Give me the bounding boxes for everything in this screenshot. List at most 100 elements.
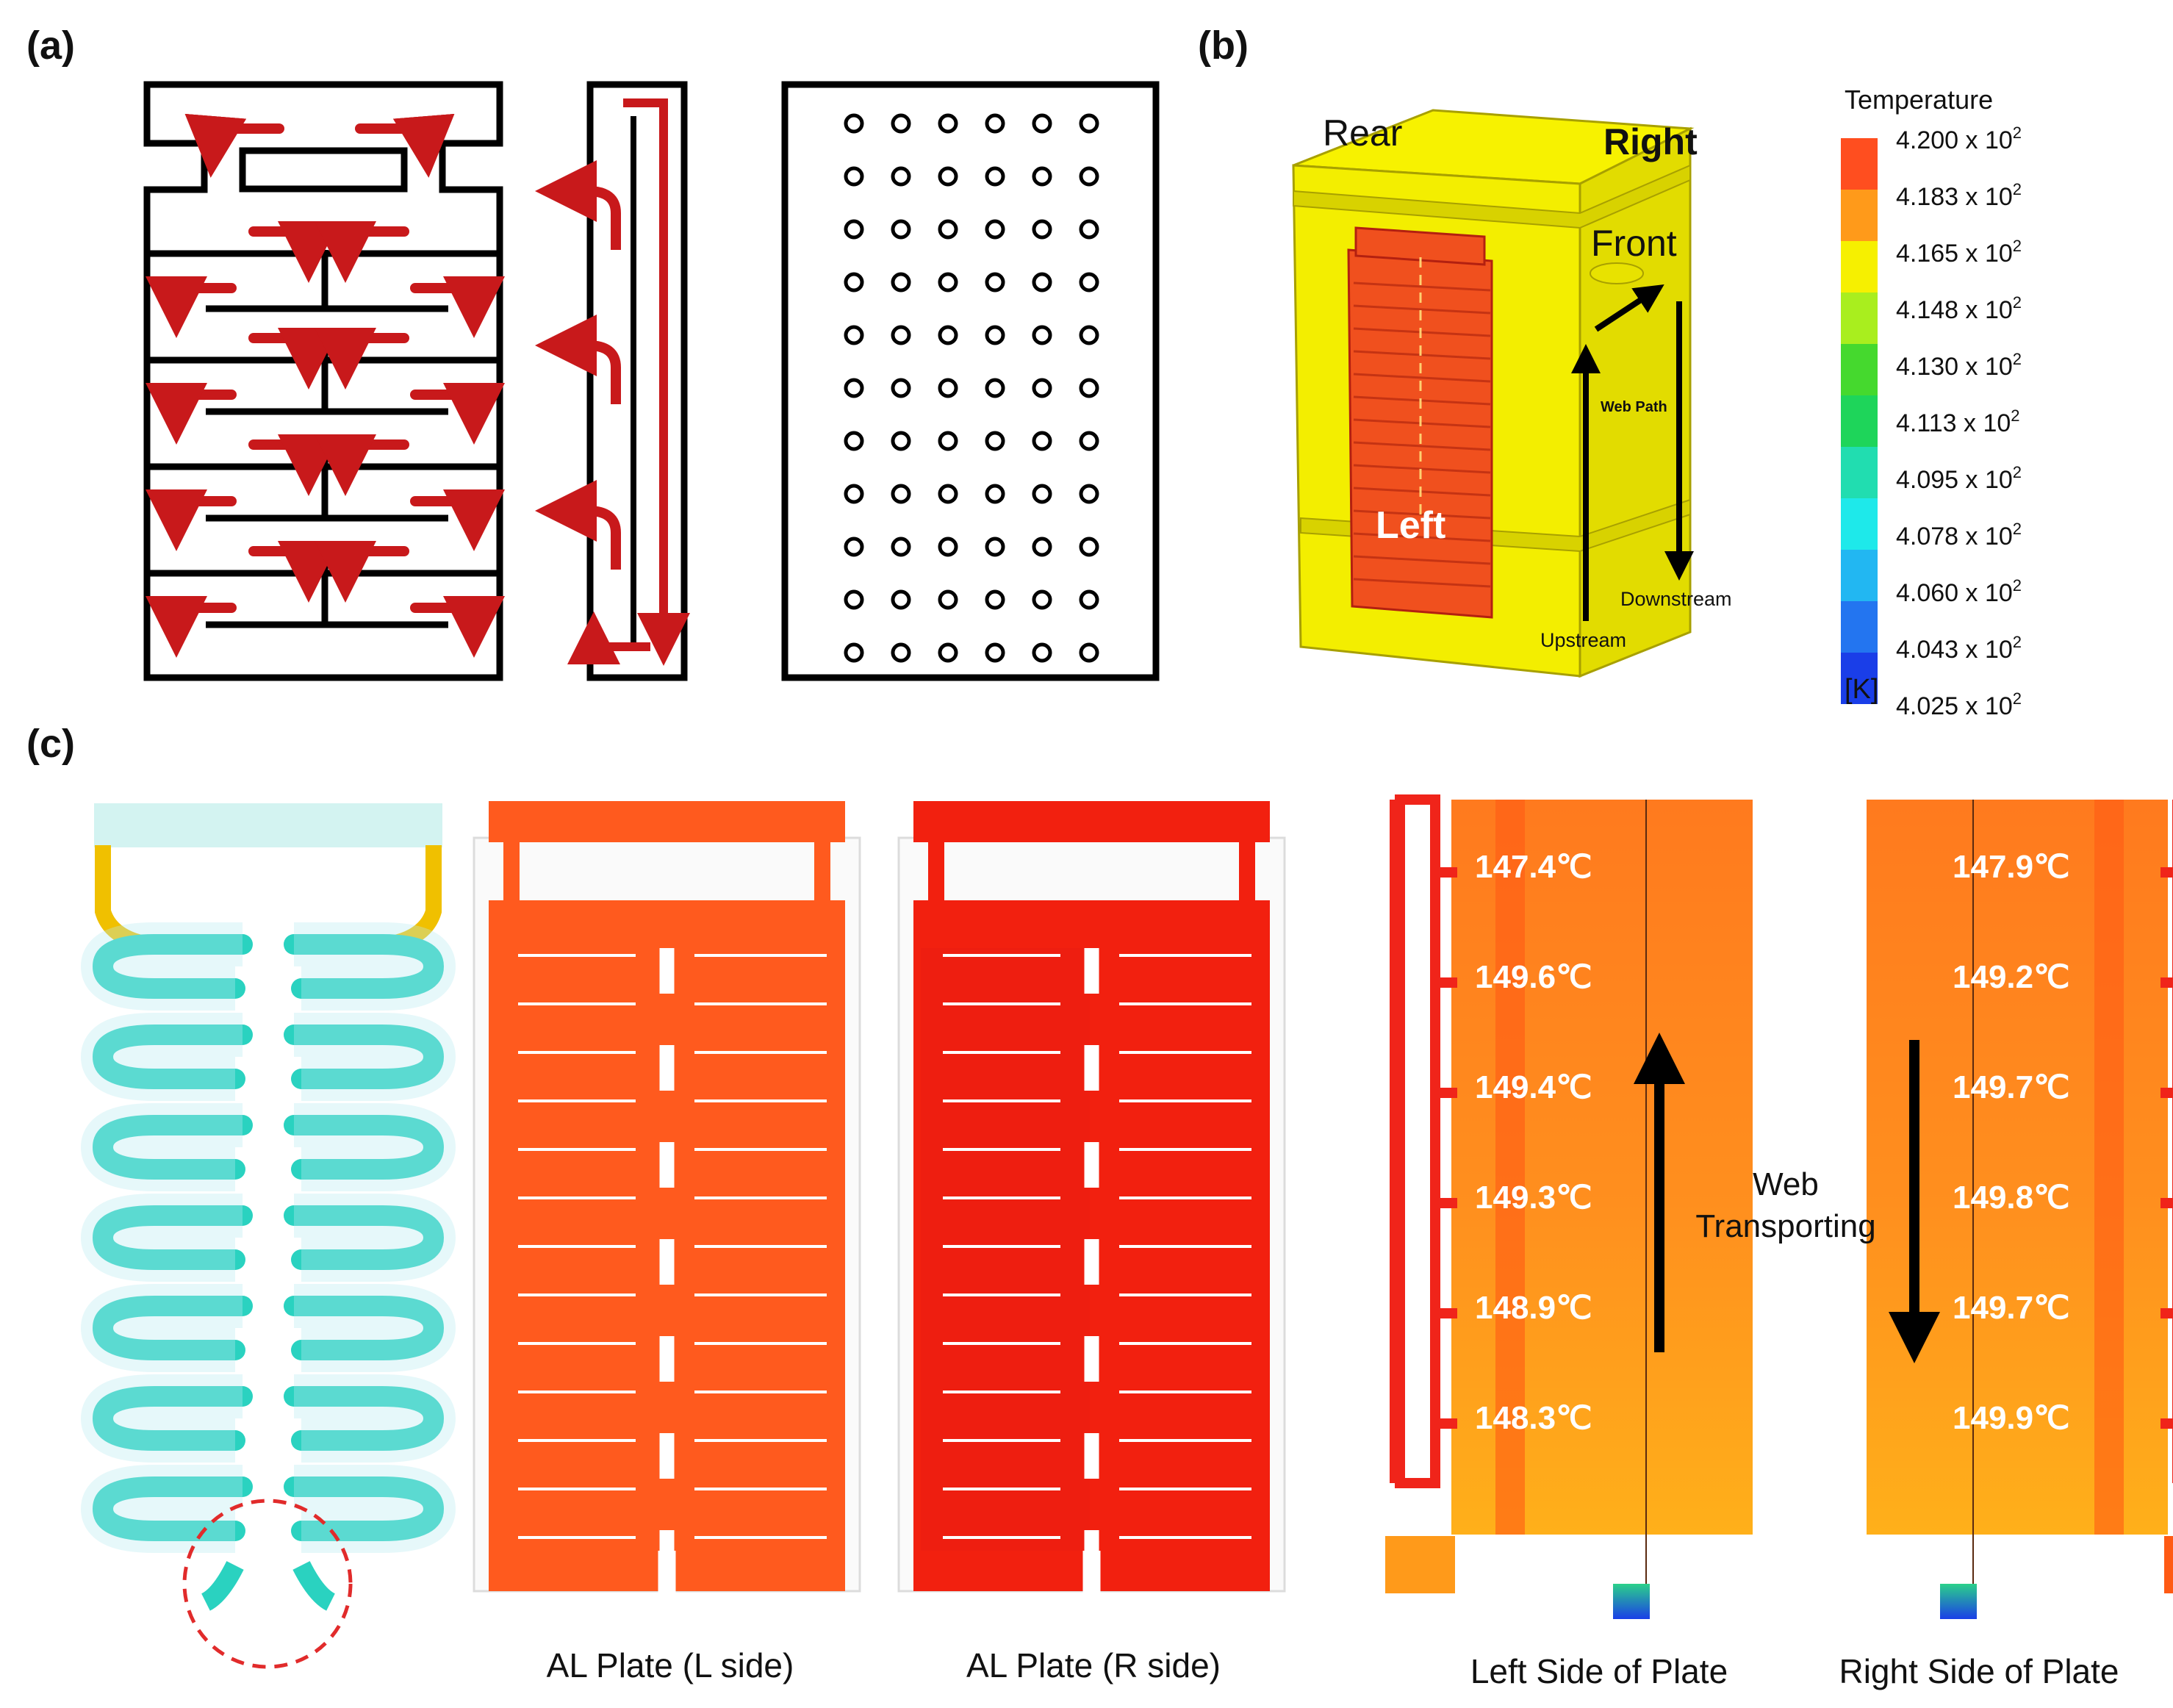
flow-loop-right xyxy=(284,1115,445,1180)
turn-arrow xyxy=(567,611,650,665)
colorbar-tick-label: 4.043 x 102 xyxy=(1896,633,2022,664)
plate-hole xyxy=(938,378,958,398)
plate-hole xyxy=(1079,272,1099,293)
colorbar-tick-label: 4.200 x 102 xyxy=(1896,123,2022,154)
plate-line xyxy=(1353,327,1491,337)
plate-hole xyxy=(891,537,911,557)
flow-loop-left-halo xyxy=(80,1103,243,1191)
flow-arrow xyxy=(315,220,409,283)
plate-hole xyxy=(938,537,958,557)
plate-hole xyxy=(1032,537,1052,557)
heater-plate-header xyxy=(1354,226,1486,266)
flow-loop-left xyxy=(92,1476,253,1541)
left-side-of-plate xyxy=(1385,794,1753,1619)
flow-loop-right-halo xyxy=(294,1465,456,1553)
left-temp-1: 147.4℃ xyxy=(1475,849,1592,885)
flow-loop-left-halo xyxy=(80,1284,243,1372)
plate-hole xyxy=(1032,272,1052,293)
comb-tooth xyxy=(1435,1308,1457,1318)
cooling-outlet xyxy=(1613,1584,1650,1619)
panel-a-schematics xyxy=(143,81,1160,681)
colorbar-segment xyxy=(1841,138,1878,190)
comb-tooth xyxy=(2161,1308,2173,1318)
plate-hole xyxy=(938,219,958,240)
plate-hole xyxy=(938,113,958,134)
flow-arrow xyxy=(146,489,237,551)
flow-loop-right-halo xyxy=(294,1194,456,1282)
flow-arrow xyxy=(410,489,505,551)
panel-label-b: (b) xyxy=(1198,24,1249,68)
plate-hole xyxy=(938,166,958,187)
plate-hole xyxy=(985,378,1005,398)
plate-hole xyxy=(1079,219,1099,240)
front-arrow xyxy=(1594,284,1664,332)
plate-hot-zone xyxy=(921,948,1090,1551)
plate-hole xyxy=(938,272,958,293)
side-channel xyxy=(586,81,688,681)
flow-arrow xyxy=(355,113,455,178)
flow-loop-left xyxy=(92,1386,253,1451)
plate-hole xyxy=(891,325,911,345)
plate-hole xyxy=(1079,589,1099,610)
plate-hole xyxy=(985,219,1005,240)
plate-hole xyxy=(844,113,864,134)
right-temp-3: 149.7℃ xyxy=(1953,1069,2070,1105)
colorbar-tick-label: 4.113 x 102 xyxy=(1896,406,2020,437)
flow-arrow xyxy=(410,382,505,445)
comb-tooth xyxy=(2161,867,2173,878)
flow-loop-right xyxy=(284,934,445,999)
right-temp-4: 149.8℃ xyxy=(1953,1180,2070,1216)
caption-al-left: AL Plate (L side) xyxy=(547,1646,794,1684)
heater-plate-lines xyxy=(1353,281,1491,588)
right-temp-1: 147.9℃ xyxy=(1953,849,2070,885)
comb-tooth xyxy=(2161,1088,2173,1098)
flow-loop-right xyxy=(284,1296,445,1360)
flow-loop-left-halo xyxy=(80,922,243,1011)
colorbar-segment xyxy=(1841,344,1878,395)
plate-hole xyxy=(844,537,864,557)
colorbar-segment xyxy=(1841,241,1878,293)
right-temp-2: 149.2℃ xyxy=(1953,959,2070,995)
left-temp-5: 148.9℃ xyxy=(1475,1290,1592,1326)
left-temp-2: 149.6℃ xyxy=(1475,959,1592,995)
plate-line xyxy=(1353,441,1491,451)
section-foot xyxy=(2164,1536,2173,1593)
flow-loop-left xyxy=(92,1296,253,1360)
inlet-bar xyxy=(239,147,408,193)
upstream-label: Upstream xyxy=(1540,629,1626,651)
plate-hole xyxy=(1079,642,1099,663)
plate-hole xyxy=(891,431,911,451)
plate-line xyxy=(1353,464,1491,474)
comb-tooth xyxy=(2161,977,2173,988)
flow-loop-left-halo xyxy=(80,1013,243,1101)
plate-hole xyxy=(1032,431,1052,451)
right-temp-5: 149.7℃ xyxy=(1953,1290,2070,1326)
plate-hole xyxy=(1079,378,1099,398)
plate-gap xyxy=(659,948,675,994)
colorbar-segment xyxy=(1841,395,1878,447)
plate-hole xyxy=(985,484,1005,504)
plate-hole xyxy=(1032,166,1052,187)
flow-loop-left xyxy=(92,1025,253,1089)
plate-hole xyxy=(891,589,911,610)
colorbar-segment xyxy=(1841,447,1878,498)
plate-gap xyxy=(1084,1239,1099,1285)
plate-gap xyxy=(659,1433,675,1479)
plate-gap xyxy=(659,1239,675,1285)
flow-loop-left-halo xyxy=(80,1194,243,1282)
plate-line xyxy=(1353,281,1491,292)
plate-hole xyxy=(1079,431,1099,451)
colorbar-segment xyxy=(1841,498,1878,550)
colorbar-tick-label: 4.130 x 102 xyxy=(1896,350,2022,381)
plate-hole xyxy=(985,113,1005,134)
outlet-flow-right xyxy=(292,1561,336,1611)
flow-loop-left xyxy=(92,934,253,999)
plate-hole xyxy=(844,325,864,345)
plate-hole xyxy=(938,484,958,504)
flow-arrow xyxy=(248,434,340,496)
web-transport-label-2: Transporting xyxy=(1695,1208,1875,1244)
plate-line xyxy=(1353,555,1491,565)
colorbar-tick-label: 4.060 x 102 xyxy=(1896,576,2022,607)
panel-c-simulations: AL Plate (L side) AL Plate (R side) Left… xyxy=(80,794,2173,1690)
comb-tooth xyxy=(1435,1088,1457,1098)
